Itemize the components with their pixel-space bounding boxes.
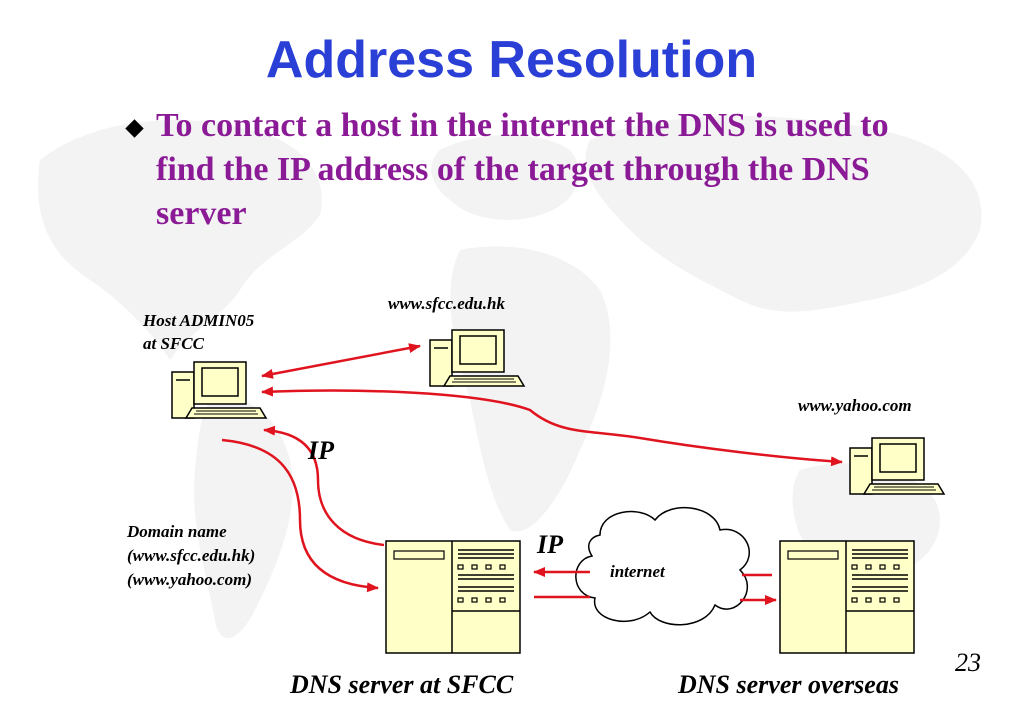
yahoo-web-label: www.yahoo.com xyxy=(798,396,912,415)
arrow-ip-reply xyxy=(263,425,385,547)
domain-label-line2: (www.sfcc.edu.hk) xyxy=(127,546,256,565)
sfcc-web-label: www.sfcc.edu.hk xyxy=(388,294,505,313)
dns-server-sfcc-icon xyxy=(385,540,521,654)
page-number: 23 xyxy=(955,648,981,677)
arrow-host-to-yahoo-web xyxy=(261,386,843,467)
dns-overseas-label: DNS server overseas xyxy=(678,670,899,699)
ip-label-lower: IP xyxy=(537,530,563,559)
dns-server-overseas-icon xyxy=(779,540,915,654)
internet-cloud-icon xyxy=(575,506,750,626)
internet-label: internet xyxy=(610,562,665,581)
host-label-line2: at SFCC xyxy=(143,334,204,353)
ip-label-upper: IP xyxy=(308,436,334,465)
arrow-host-to-sfcc-web xyxy=(261,343,421,379)
dns-sfcc-label: DNS server at SFCC xyxy=(290,670,514,699)
domain-label-line1: Domain name xyxy=(127,522,227,541)
host-label-line1: Host ADMIN05 xyxy=(143,311,255,330)
yahoo-web-server-computer-icon xyxy=(849,437,945,495)
bullet-text: To contact a host in the internet the DN… xyxy=(156,107,889,232)
arrow-domain-query xyxy=(221,438,379,593)
host-admin05-computer-icon xyxy=(171,361,267,419)
map-north-america xyxy=(38,120,322,360)
sfcc-web-server-computer-icon xyxy=(429,329,525,387)
slide-title: Address Resolution xyxy=(265,31,758,89)
map-europe xyxy=(431,135,579,220)
map-asia xyxy=(585,116,982,312)
domain-label-line3: (www.yahoo.com) xyxy=(127,570,252,589)
